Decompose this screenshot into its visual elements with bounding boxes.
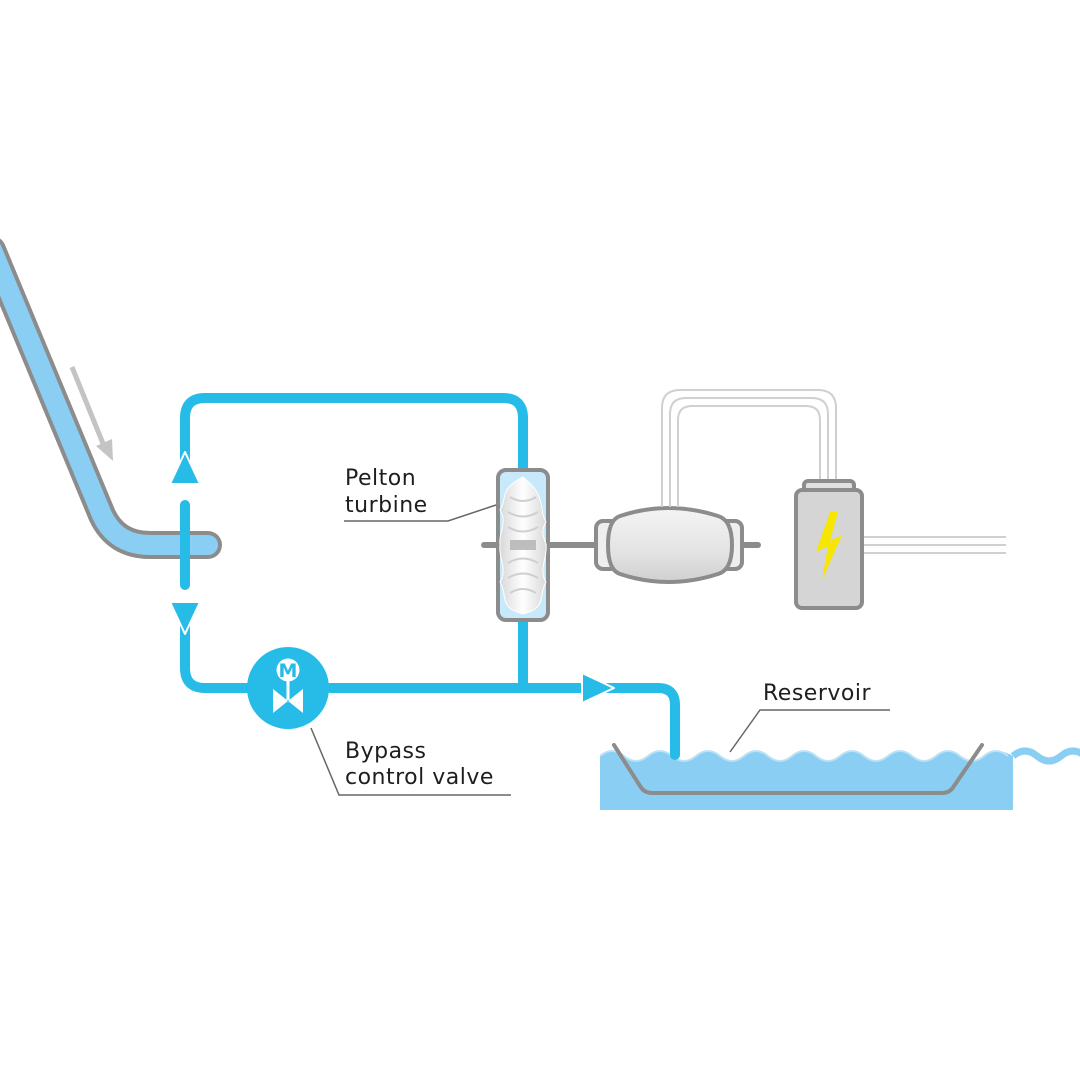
valve-motor-circle (276, 658, 300, 682)
leader-lines (310, 504, 890, 796)
reservoir-basin (612, 743, 984, 795)
bypass-control-valve: M (247, 647, 329, 729)
turbine-label-line2: turbine (345, 493, 428, 518)
turbine-buckets (507, 496, 539, 594)
lower-pipe-to-valve (180, 615, 255, 693)
flow-right-arrow-icon (581, 672, 615, 704)
motorized-valve-icon (273, 689, 288, 713)
turbine-leader-line (344, 504, 497, 522)
valve-label-line2: control valve (345, 765, 494, 790)
valve-label-line1: Bypass (345, 739, 426, 764)
outlet-pipe (600, 683, 680, 760)
cables (661, 389, 1006, 554)
cable-top-inner (677, 405, 821, 507)
reservoir-water-body (600, 751, 1013, 810)
upper-pipe-to-turbine (180, 393, 528, 480)
generator (594, 506, 744, 584)
lightning-bolt-icon (816, 512, 842, 580)
pelton-turbine (496, 468, 550, 622)
cable-top-mid (669, 397, 829, 507)
flow-pipes (180, 393, 680, 760)
transformer (794, 479, 864, 610)
cable-top-outer (661, 389, 837, 507)
turbine-label-line1: Pelton (345, 466, 416, 491)
valve-motor-letter: M (279, 660, 298, 682)
water-surface-wave-right (1010, 747, 1080, 765)
reservoir-label: Reservoir (763, 681, 871, 706)
water-surface-wave (599, 750, 1009, 762)
inflow-arrow-icon (69, 366, 113, 461)
flow-down-arrow-icon (169, 601, 201, 635)
penstock-water (0, 244, 218, 555)
reservoir-leader-line (729, 709, 890, 753)
valve-leader-line (310, 727, 511, 796)
valve-right-half (288, 689, 303, 713)
penstock (0, 238, 222, 559)
generator-body (605, 506, 735, 584)
reservoir-water (599, 747, 1080, 810)
flow-up-arrow-icon (169, 451, 201, 485)
turbine-hub (510, 540, 536, 550)
